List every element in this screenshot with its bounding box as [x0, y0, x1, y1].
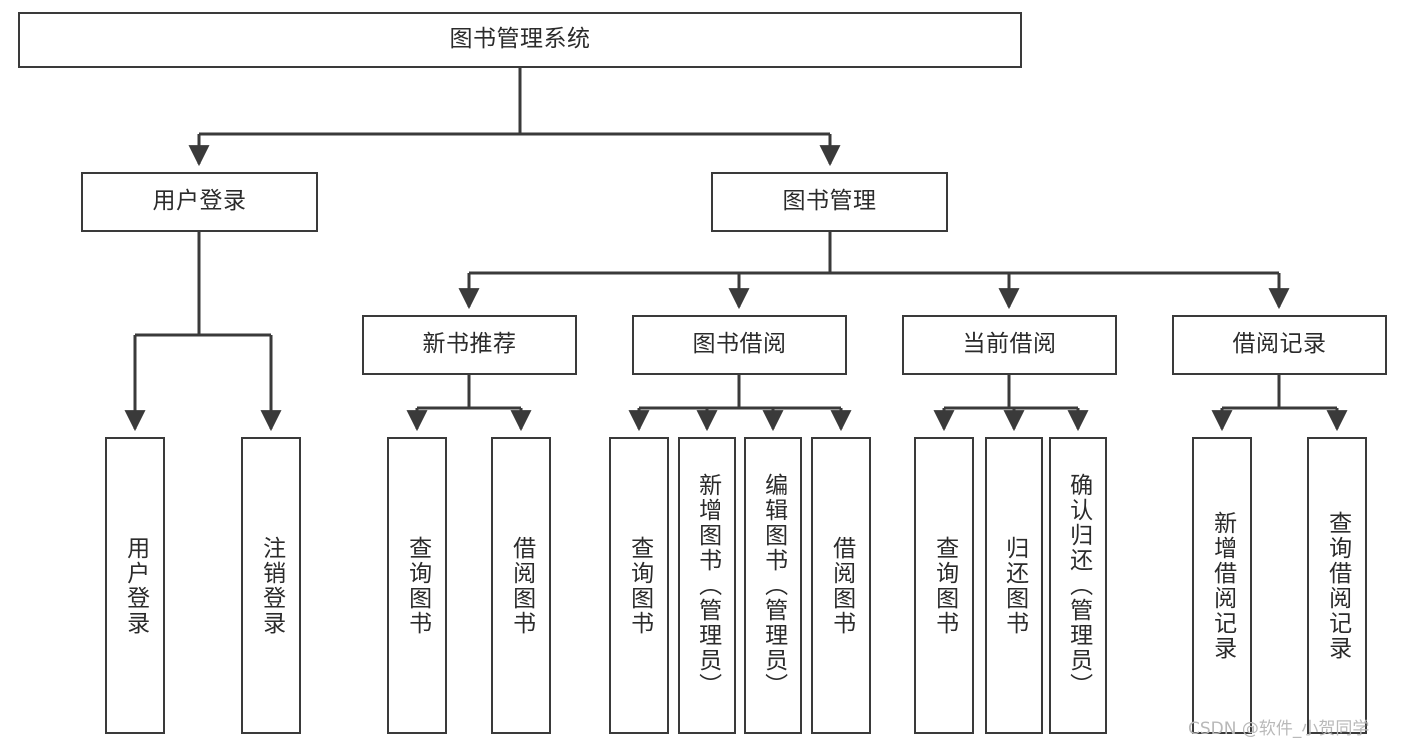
node-leaf-logout[interactable]: 注销登录 — [241, 437, 301, 734]
node-new-book-recommend-label: 新书推荐 — [422, 331, 517, 358]
node-leaf-query-book-2[interactable]: 查询图书 — [609, 437, 669, 734]
node-leaf-query-book-1-label: 查询图书 — [404, 535, 431, 636]
node-leaf-add-book-label: 新增图书（管理员） — [694, 473, 721, 698]
node-leaf-borrow-book-1[interactable]: 借阅图书 — [491, 437, 551, 734]
node-leaf-edit-book-label: 编辑图书（管理员） — [760, 473, 787, 698]
node-book-manage-label: 图书管理 — [782, 188, 877, 215]
node-leaf-borrow-book-2[interactable]: 借阅图书 — [811, 437, 871, 734]
node-new-book-recommend[interactable]: 新书推荐 — [362, 315, 577, 375]
node-leaf-query-book-1[interactable]: 查询图书 — [387, 437, 447, 734]
node-book-manage[interactable]: 图书管理 — [711, 172, 948, 232]
node-leaf-add-record-label: 新增借阅记录 — [1209, 510, 1236, 661]
node-leaf-borrow-book-1-label: 借阅图书 — [508, 535, 535, 636]
node-leaf-user-login[interactable]: 用户登录 — [105, 437, 165, 734]
node-book-borrow-label: 图书借阅 — [692, 331, 787, 358]
node-leaf-confirm-return[interactable]: 确认归还（管理员） — [1049, 437, 1107, 734]
node-leaf-query-record[interactable]: 查询借阅记录 — [1307, 437, 1367, 734]
node-current-borrow[interactable]: 当前借阅 — [902, 315, 1117, 375]
node-leaf-add-record[interactable]: 新增借阅记录 — [1192, 437, 1252, 734]
node-user-login[interactable]: 用户登录 — [81, 172, 318, 232]
watermark-text: CSDN @软件_小贺同学 — [1188, 719, 1370, 739]
node-leaf-query-book-3[interactable]: 查询图书 — [914, 437, 974, 734]
node-leaf-borrow-book-2-label: 借阅图书 — [828, 535, 855, 636]
node-root-label: 图书管理系统 — [449, 26, 591, 53]
node-leaf-query-record-label: 查询借阅记录 — [1324, 510, 1351, 661]
node-leaf-logout-label: 注销登录 — [258, 535, 285, 636]
node-book-borrow[interactable]: 图书借阅 — [632, 315, 847, 375]
node-borrow-record-label: 借阅记录 — [1232, 331, 1327, 358]
node-leaf-add-book[interactable]: 新增图书（管理员） — [678, 437, 736, 734]
node-borrow-record[interactable]: 借阅记录 — [1172, 315, 1387, 375]
node-leaf-return-book[interactable]: 归还图书 — [985, 437, 1043, 734]
node-current-borrow-label: 当前借阅 — [962, 331, 1057, 358]
node-user-login-label: 用户登录 — [152, 188, 247, 215]
node-root[interactable]: 图书管理系统 — [18, 12, 1022, 68]
node-leaf-query-book-3-label: 查询图书 — [931, 535, 958, 636]
node-leaf-confirm-return-label: 确认归还（管理员） — [1065, 473, 1092, 698]
node-leaf-edit-book[interactable]: 编辑图书（管理员） — [744, 437, 802, 734]
node-leaf-query-book-2-label: 查询图书 — [626, 535, 653, 636]
node-leaf-return-book-label: 归还图书 — [1001, 535, 1028, 636]
node-leaf-user-login-label: 用户登录 — [122, 535, 149, 636]
